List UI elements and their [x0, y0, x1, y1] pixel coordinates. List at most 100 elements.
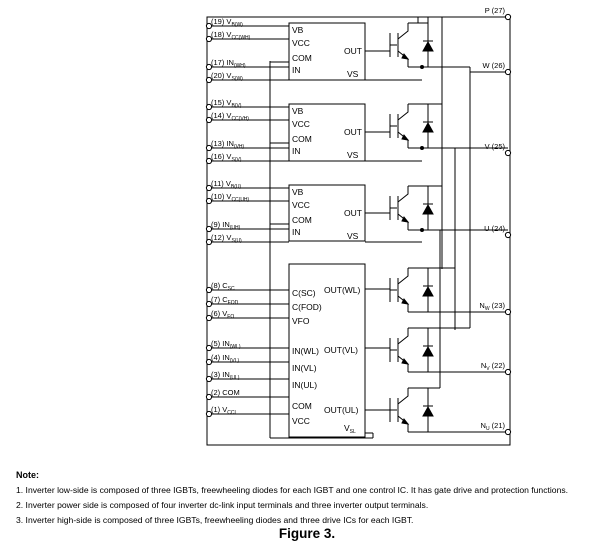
igbt-switch-5-diode-branch: [408, 327, 429, 373]
igbt-switch-5-diode: [422, 345, 434, 357]
igbt-switch-4-collector: [397, 268, 409, 285]
low-side-pin-4: IN(VL): [292, 363, 317, 373]
junction: [420, 228, 424, 232]
module-outline: [206, 16, 511, 446]
igbt-switch-5-collector: [397, 328, 409, 345]
pin-terminal-p15: [205, 103, 213, 111]
output-terminal-NV: [504, 368, 512, 376]
pin-terminal-p2: [205, 393, 213, 401]
note-item-3: 3. Inverter high-side is composed of thr…: [16, 515, 414, 525]
pin-label-p15: (15) VB(V): [211, 98, 242, 109]
igbt-switch-4-arrow: [401, 298, 410, 305]
output-label-NW: NW (23): [479, 301, 505, 312]
igbt-switch-6-diode: [422, 405, 434, 417]
pin-terminal-p9: [205, 225, 213, 233]
pin-label-p5: (5) IN(WL): [211, 339, 241, 350]
low-side-pin-6: COM: [292, 401, 312, 411]
pin-label-p9: (9) IN(UH): [211, 220, 241, 231]
pin-terminal-p14: [205, 116, 213, 124]
pin-terminal-p3: [205, 375, 213, 383]
pin-terminal-p12: [205, 238, 213, 246]
junction: [420, 146, 424, 150]
high-side-out-1: OUT: [344, 46, 362, 56]
output-label-U: U (24): [484, 224, 505, 233]
output-label-P: P (27): [485, 6, 506, 15]
high-side-pin-1-com: COM: [292, 53, 312, 63]
igbt-switch-2-collector: [397, 104, 409, 121]
pin-label-p6: (6) VFO: [211, 309, 234, 320]
igbt-switch-6-arrow: [401, 418, 410, 425]
low-side-out-vl: OUT(VL): [324, 345, 358, 355]
low-side-pin-2: VFO: [292, 316, 310, 326]
pin-terminal-p1: [205, 410, 213, 418]
low-side-vsl: VSL: [344, 423, 356, 435]
notes: Note: 1. Inverter low-side is composed o…: [16, 468, 606, 528]
low-side-pin-0: C(SC): [292, 288, 316, 298]
output-terminal-P: [504, 13, 512, 21]
pin-terminal-p18: [205, 35, 213, 43]
high-side-vs-3: VS: [347, 231, 359, 241]
pin-label-p7: (7) CFOD: [211, 295, 239, 306]
igbt-switch-6-collector: [397, 388, 409, 405]
igbt-switch-1-diode-branch: [408, 22, 429, 68]
pin-terminal-p8: [205, 286, 213, 294]
figure-caption: Figure 3.: [278, 526, 336, 541]
igbt-switch-3-collector: [397, 186, 409, 203]
igbt-switch-3-diode: [422, 203, 434, 215]
pin-terminal-p6: [205, 314, 213, 322]
pin-label-p19: (19) VB(W): [211, 17, 243, 28]
pin-label-p4: (4) IN(VL): [211, 353, 240, 364]
output-terminal-W: [504, 68, 512, 76]
igbt-switch-5-arrow: [401, 358, 410, 365]
high-side-out-3: OUT: [344, 208, 362, 218]
pin-label-p20: (20) VS(W): [211, 71, 243, 82]
pin-label-p11: (11) VB(U): [211, 179, 241, 190]
high-side-pin-3-vcc: VCC: [292, 200, 310, 210]
low-side-out-wl: OUT(WL): [324, 285, 361, 295]
high-side-pin-3-in: IN: [292, 227, 301, 237]
igbt-switch-1-diode: [422, 40, 434, 52]
igbt-switch-4-diode-branch: [408, 267, 429, 313]
pin-label-p8: (8) CSC: [211, 281, 235, 292]
high-side-out-2: OUT: [344, 127, 362, 137]
high-side-pin-2-in: IN: [292, 146, 301, 156]
igbt-switch-3-arrow: [401, 216, 410, 223]
pin-terminal-p5: [205, 344, 213, 352]
pin-terminal-p20: [205, 76, 213, 84]
pin-label-p2: (2) COM: [211, 388, 240, 397]
high-side-pin-2-vb: VB: [292, 106, 304, 116]
high-side-pin-1-vcc: VCC: [292, 38, 310, 48]
pin-terminal-p4: [205, 358, 213, 366]
high-side-pin-2-vcc: VCC: [292, 119, 310, 129]
high-side-pin-1-vb: VB: [292, 25, 304, 35]
low-side-pin-5: IN(UL): [292, 380, 317, 390]
low-side-pin-7: VCC: [292, 416, 310, 426]
output-terminal-U: [504, 231, 512, 239]
high-side-pin-3-vb: VB: [292, 187, 304, 197]
high-side-vs-2: VS: [347, 150, 359, 160]
high-side-vs-1: VS: [347, 69, 359, 79]
low-side-pin-1: C(FOD): [292, 302, 322, 312]
pin-terminal-p19: [205, 22, 213, 30]
pin-terminal-p16: [205, 157, 213, 165]
note-item-1: 1. Inverter low-side is composed of thre…: [16, 485, 569, 495]
junction: [420, 65, 424, 69]
note-item-2: 2. Inverter power side is composed of fo…: [16, 500, 429, 510]
pin-label-p14: (14) VCC(VH): [211, 111, 249, 122]
pin-label-p13: (13) IN(VH): [211, 139, 245, 150]
output-terminal-NW: [504, 308, 512, 316]
pin-label-p16: (16) VS(V): [211, 152, 242, 163]
low-side-out-ul: OUT(UL): [324, 405, 359, 415]
pin-label-p12: (12) VS(U): [211, 233, 242, 244]
output-label-W: W (26): [482, 61, 505, 70]
pin-terminal-p7: [205, 300, 213, 308]
igbt-switch-6-diode-branch: [408, 387, 429, 433]
igbt-switch-1-arrow: [401, 53, 410, 60]
block-diagram: (19) VB(W)(18) VCC(WH)(17) IN(WH)(20) VS…: [205, 6, 512, 446]
note-title: Note:: [16, 470, 39, 480]
igbt-switch-2-diode-branch: [408, 103, 429, 149]
low-side-pin-3: IN(WL): [292, 346, 319, 356]
output-terminal-NU: [504, 428, 512, 436]
pin-terminal-p13: [205, 144, 213, 152]
igbt-switch-3-diode-branch: [408, 185, 429, 231]
